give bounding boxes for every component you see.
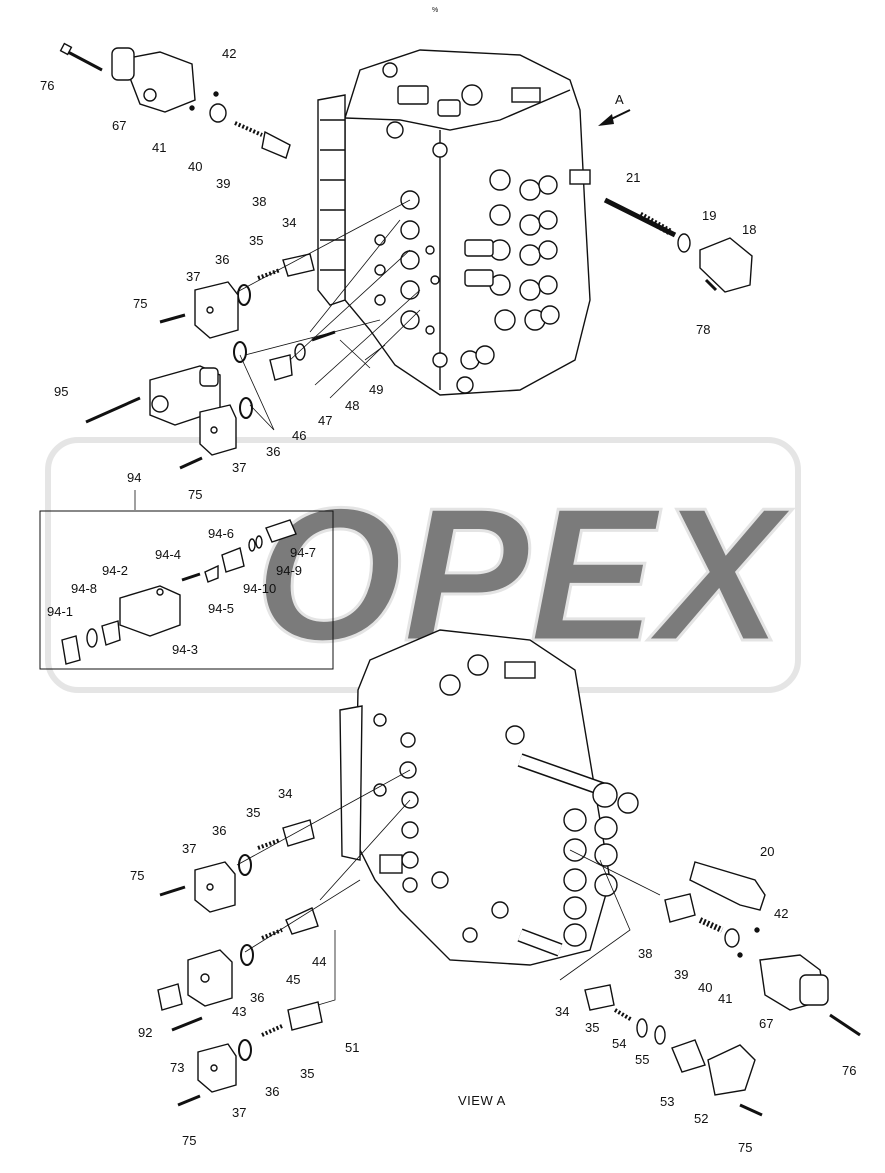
arrow-label: A <box>615 92 624 107</box>
callout-label: 75 <box>738 1140 752 1155</box>
upper-left-parts <box>59 42 336 470</box>
inset-label: 94-3 <box>172 642 198 657</box>
lower-left-parts <box>157 819 323 1107</box>
inset-label: 94-4 <box>155 547 181 562</box>
callout-label: 36 <box>266 444 280 459</box>
callout-label: 55 <box>635 1052 649 1067</box>
callout-label: 38 <box>252 194 266 209</box>
callout-label: 39 <box>674 967 688 982</box>
inset-94 <box>39 490 334 670</box>
callout-label: 75 <box>133 296 147 311</box>
callout-label: 44 <box>312 954 326 969</box>
inset-label: 94-9 <box>276 563 302 578</box>
callout-label: 78 <box>696 322 710 337</box>
callout-label: 54 <box>612 1036 626 1051</box>
callout-label: 34 <box>555 1004 569 1019</box>
callout-label: 67 <box>112 118 126 133</box>
callout-label: 37 <box>182 841 196 856</box>
leader-lines-lower <box>236 769 661 1006</box>
callout-label: 73 <box>170 1060 184 1075</box>
callout-label: 42 <box>222 46 236 61</box>
callout-label: 34 <box>278 786 292 801</box>
callout-label: 34 <box>282 215 296 230</box>
inset-label: 94-7 <box>290 545 316 560</box>
callout-label: 36 <box>265 1084 279 1099</box>
lower-right-parts <box>584 861 861 1117</box>
upper-valve-body <box>317 49 591 396</box>
callout-label: 92 <box>138 1025 152 1040</box>
callout-label: 40 <box>188 159 202 174</box>
callout-label: 40 <box>698 980 712 995</box>
callout-label: 43 <box>232 1004 246 1019</box>
callout-label: 38 <box>638 946 652 961</box>
callout-label: 35 <box>249 233 263 248</box>
inset-label: 94-6 <box>208 526 234 541</box>
inset-label: 94-8 <box>71 581 97 596</box>
callout-label: 41 <box>152 140 166 155</box>
view-arrow-a: A <box>598 92 631 126</box>
inset-label: 94-1 <box>47 604 73 619</box>
callout-label: 51 <box>345 1040 359 1055</box>
callout-label: 18 <box>742 222 756 237</box>
callout-label: 42 <box>774 906 788 921</box>
callout-label: 41 <box>718 991 732 1006</box>
leader-lines-upper <box>236 199 421 431</box>
callout-label: 37 <box>232 460 246 475</box>
callout-label: 45 <box>286 972 300 987</box>
callout-label: 39 <box>216 176 230 191</box>
upper-right-parts <box>603 197 753 293</box>
callout-label: 35 <box>585 1020 599 1035</box>
callout-label: 48 <box>345 398 359 413</box>
callout-label: 21 <box>626 170 640 185</box>
callout-label: 36 <box>215 252 229 267</box>
callout-label: 49 <box>369 382 383 397</box>
callout-label: 52 <box>694 1111 708 1126</box>
callout-labels: 76 42 67 41 40 39 38 34 35 36 37 75 21 1… <box>40 46 856 1155</box>
inset-label: 94-5 <box>208 601 234 616</box>
callout-label: 53 <box>660 1094 674 1109</box>
view-caption: VIEW A <box>458 1093 506 1108</box>
inset-label: 94-10 <box>243 581 276 596</box>
callout-label: 75 <box>188 487 202 502</box>
callout-label: 20 <box>760 844 774 859</box>
callout-label: 75 <box>182 1133 196 1148</box>
callout-label: 94 <box>127 470 141 485</box>
callout-label: 36 <box>212 823 226 838</box>
lower-valve-body <box>339 629 639 966</box>
callout-label: 46 <box>292 428 306 443</box>
callout-label: 19 <box>702 208 716 223</box>
inset-frame <box>39 510 334 670</box>
inset-label: 94-2 <box>102 563 128 578</box>
callout-label: 36 <box>250 990 264 1005</box>
callout-label: 35 <box>246 805 260 820</box>
callout-label: 47 <box>318 413 332 428</box>
callout-label: 95 <box>54 384 68 399</box>
callout-label: 76 <box>40 78 54 93</box>
callout-label: 67 <box>759 1016 773 1031</box>
callout-label: 76 <box>842 1063 856 1078</box>
callout-label: 37 <box>232 1105 246 1120</box>
title-mark: % <box>432 7 438 14</box>
callout-label: 37 <box>186 269 200 284</box>
callout-label: 35 <box>300 1066 314 1081</box>
callout-label: 75 <box>130 868 144 883</box>
